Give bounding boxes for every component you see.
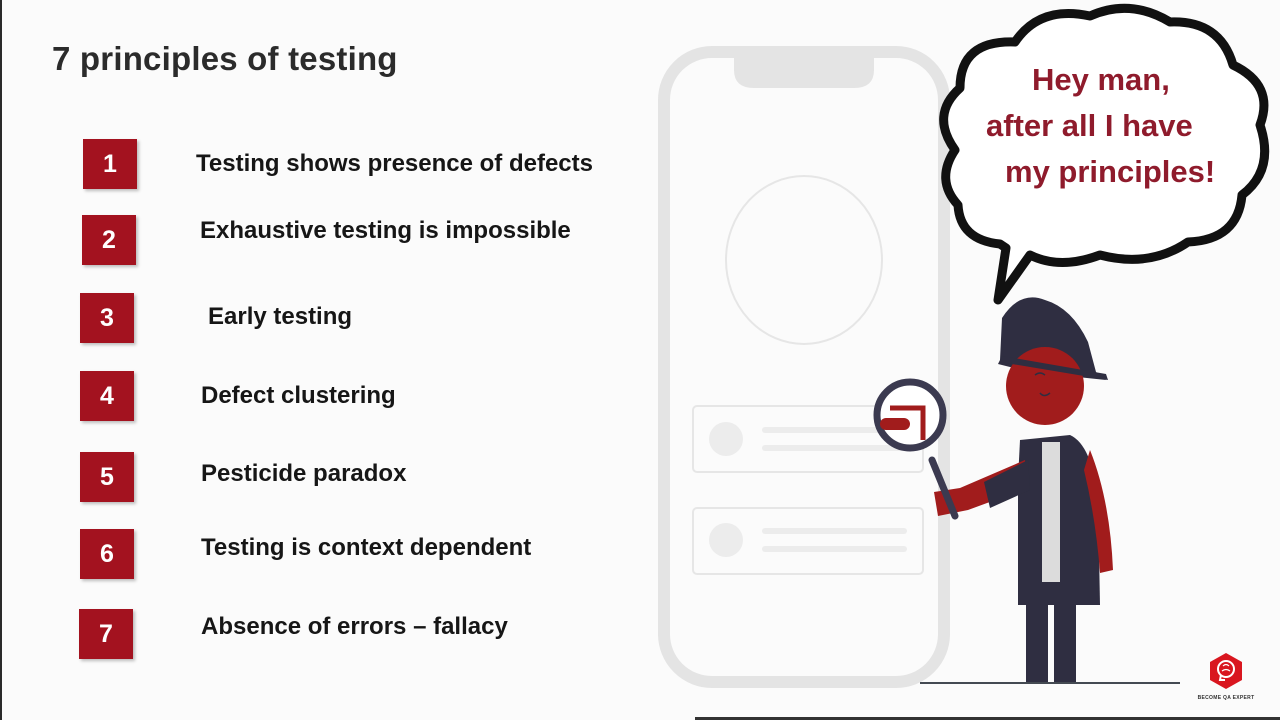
number-badge-4: 4	[80, 371, 134, 421]
number-badge-5: 5	[80, 452, 134, 502]
number-badge-2: 2	[82, 215, 136, 265]
principle-label-6: Testing is context dependent	[201, 534, 532, 561]
principle-item-3: 3 Early testing	[0, 292, 640, 352]
principle-label-1: Testing shows presence of defects	[196, 150, 593, 177]
principle-label-2: Exhaustive testing is impossible	[200, 217, 571, 244]
speech-bubble-text: Hey man, after all I have my principles!	[950, 57, 1270, 195]
principle-item-6: 6 Testing is context dependent	[0, 528, 640, 588]
number-badge-1: 1	[83, 139, 137, 189]
principle-item-7: 7 Absence of errors – fallacy	[0, 608, 640, 668]
speech-line-1: Hey man,	[1032, 62, 1170, 97]
floor-line	[920, 682, 1180, 684]
speech-bubble-icon	[939, 3, 1270, 305]
left-border	[0, 0, 2, 720]
detective-figure-icon	[873, 297, 1113, 682]
number-badge-7: 7	[79, 609, 133, 659]
bottom-edge-line	[695, 717, 1280, 720]
number-badge-3: 3	[80, 293, 134, 343]
principle-item-4: 4 Defect clustering	[0, 370, 640, 430]
slide-title: 7 principles of testing	[52, 40, 398, 77]
principle-item-1: 1 Testing shows presence of defects	[0, 138, 640, 198]
brand-logo: BECOME QA EXPERT	[1195, 652, 1257, 701]
principle-label-4: Defect clustering	[201, 382, 396, 409]
speech-line-2: after all I have	[986, 108, 1193, 143]
brain-hexagon-logo-icon	[1210, 653, 1242, 689]
principle-item-5: 5 Pesticide paradox	[0, 451, 640, 511]
principle-label-5: Pesticide paradox	[201, 460, 407, 487]
principle-item-2: 2 Exhaustive testing is impossible	[0, 214, 640, 274]
number-badge-6: 6	[80, 529, 134, 579]
principle-label-7: Absence of errors – fallacy	[201, 613, 508, 640]
logo-caption: BECOME QA EXPERT	[1197, 695, 1255, 701]
principle-label-3: Early testing	[208, 303, 353, 330]
speech-line-3: my principles!	[1005, 154, 1216, 189]
